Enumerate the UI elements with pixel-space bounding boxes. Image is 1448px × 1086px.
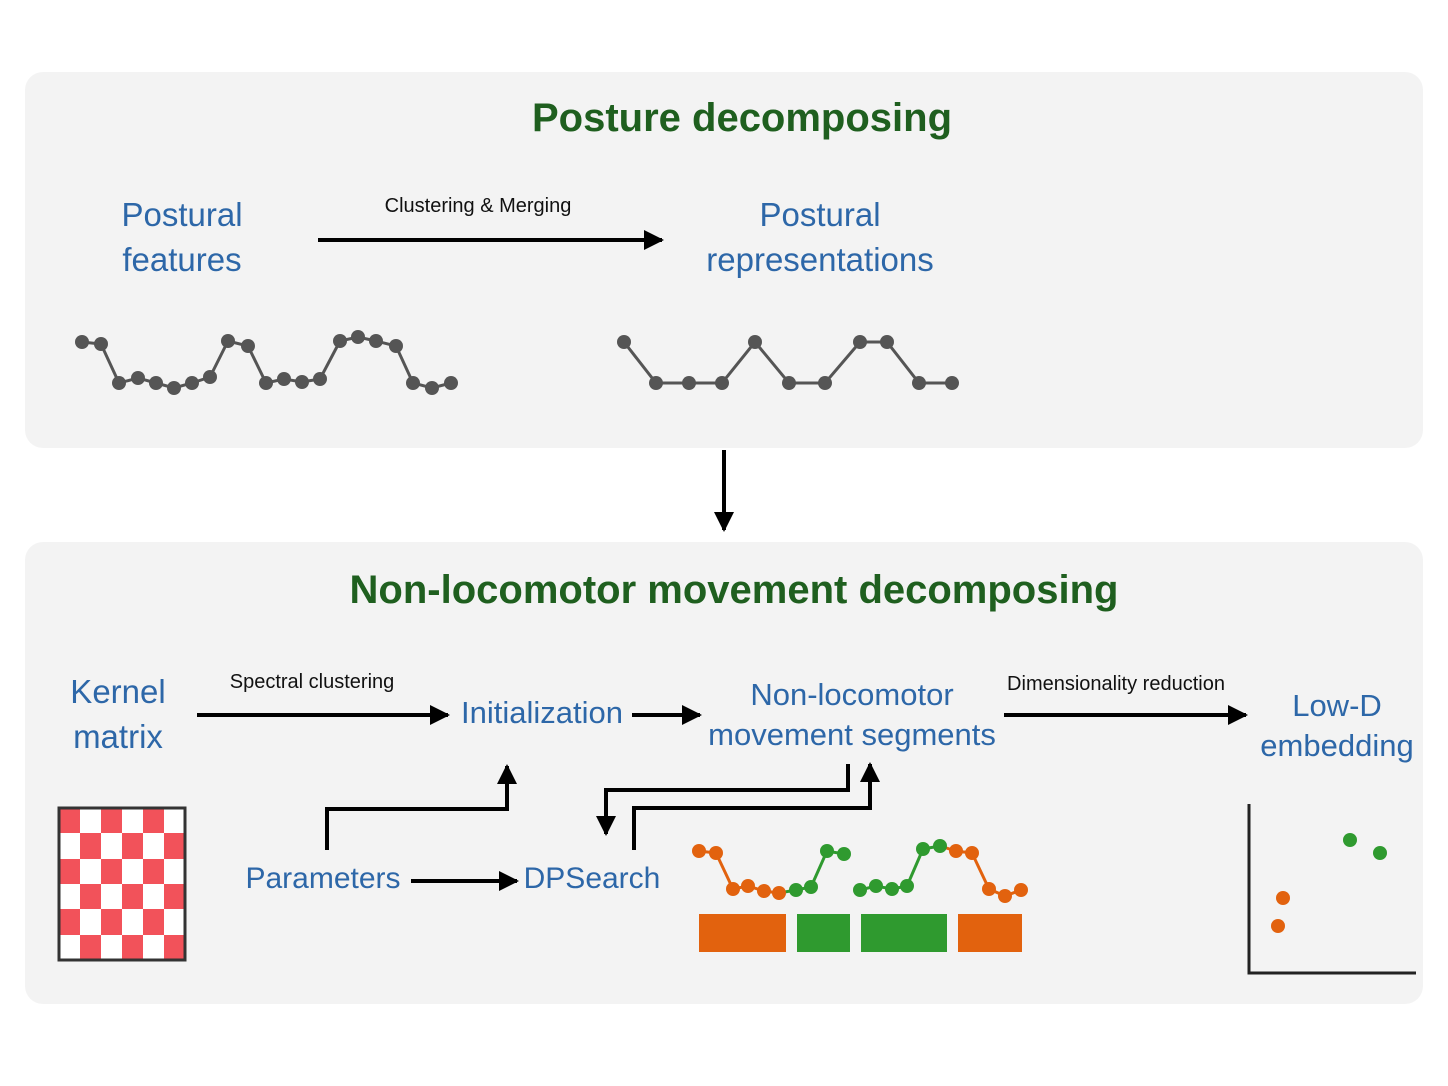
arrow-parameters-to-initialization xyxy=(325,764,517,850)
kernel-matrix-line-2: matrix xyxy=(73,717,163,755)
clustering-merging-label: Clustering & Merging xyxy=(384,195,572,217)
arrow-dpsearch-to-segments xyxy=(632,762,880,850)
low-d-line-2: embedding xyxy=(1260,728,1414,764)
postural-features-node: Postural features xyxy=(121,193,242,283)
checkerboard-kernel-matrix-icon xyxy=(57,806,187,962)
initialization-node: Initialization xyxy=(461,695,623,730)
low-d-embedding-node: Low-D embedding xyxy=(1260,686,1413,767)
spectral-clustering-label: Spectral clustering xyxy=(229,671,395,693)
kernel-matrix-line-1: Kernel xyxy=(70,673,166,710)
dimensionality-reduction-label: Dimensionality reduction xyxy=(1007,673,1225,695)
colored-segment-trace-icon xyxy=(692,839,1028,952)
scatter-embedding-plot-icon xyxy=(1247,804,1416,975)
segments-line-1: Non-locomotor xyxy=(750,677,954,712)
postural-representations-node: Postural representations xyxy=(706,193,933,283)
low-d-line-1: Low-D xyxy=(1292,688,1382,723)
kernel-matrix-node: Kernel matrix xyxy=(70,670,165,760)
segments-line-2: movement segments xyxy=(708,717,996,753)
parameters-node: Parameters xyxy=(245,862,401,895)
arrow-segments-to-dpsearch xyxy=(596,764,850,836)
non-locomotor-segments-node: Non-locomotor movement segments xyxy=(708,675,996,756)
dpsearch-node: DPSearch xyxy=(523,862,661,895)
postural-representations-line-1: Postural xyxy=(759,196,881,233)
posture-decomposing-title: Posture decomposing xyxy=(531,96,953,140)
postural-representation-trace-icon xyxy=(617,335,959,390)
postural-features-line-2: features xyxy=(122,240,242,278)
postural-features-line-1: Postural xyxy=(121,196,243,233)
postural-representations-line-2: representations xyxy=(706,240,934,278)
non-locomotor-decomposing-title: Non-locomotor movement decomposing xyxy=(349,568,1119,612)
postural-feature-trace-icon xyxy=(75,330,458,395)
